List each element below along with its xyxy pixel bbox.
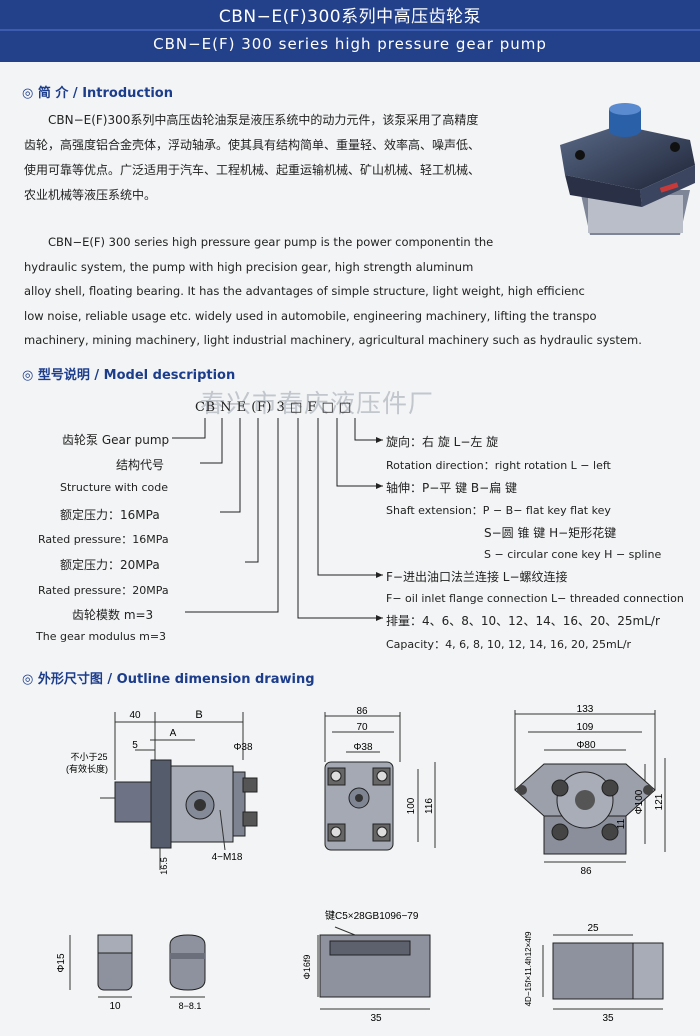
dim-10: 10 (109, 1001, 121, 1012)
dim-5: 5 (132, 740, 138, 751)
header-banner: CBN−E(F)300系列中高压齿轮泵 CBN−E(F) 300 series … (0, 0, 700, 62)
dim-phi38: Φ38 (233, 742, 253, 753)
dim-25: 25 (587, 923, 599, 934)
model-left-structure-cn: 结构代号 (116, 458, 165, 472)
model-right-shaft-en: Shaft extension：P − B− flat key flat key (386, 504, 611, 517)
model-left-modulus-en: The gear modulus m=3 (36, 630, 167, 643)
dim-100: 100 (406, 797, 417, 814)
dim-phi15: Φ15 (56, 953, 67, 973)
model-right-connection-cn: F−进出油口法兰连接 L−螺纹连接 (386, 570, 568, 584)
dim-35-shaft-c: 35 (602, 1013, 614, 1024)
intro-en-paragraph: CBN−E(F) 300 series high pressure gear p… (24, 230, 700, 353)
spline-spec: 4D−15f×11.4h12×4f9 (524, 931, 533, 1006)
flange-view-drawing: 133 109 Φ80 Φ100 11 121 86 (514, 704, 666, 877)
shaft-c-drawing: 25 4D−15f×11.4h12×4f9 35 (524, 923, 664, 1024)
dim-35-shaft-b: 35 (370, 1013, 382, 1024)
dim-86: 86 (356, 706, 368, 717)
intro-cn-line: CBN−E(F)300系列中高压齿轮油泵是液压系统中的动力元件，该泵采用了高精度 (48, 113, 479, 127)
dim-121: 121 (654, 793, 665, 810)
dim-A: A (170, 728, 177, 739)
dim-phi38-front: Φ38 (353, 742, 373, 753)
model-right-connection-en: F− oil inlet flange connection L− thread… (386, 592, 684, 605)
model-left-gear-pump: 齿轮泵 Gear pump (62, 433, 170, 447)
model-right-shaft2-cn: S−圆 锥 键 H−矩形花键 (484, 526, 617, 540)
note-effective-length: (有效长度) (66, 763, 108, 774)
dim-70: 70 (356, 722, 368, 733)
intro-heading: ◎ 简 介 / Introduction (22, 86, 173, 101)
model-code: CB N E (F) 3 □ F □ □ (195, 400, 352, 415)
title-cn: CBN−E(F)300系列中高压齿轮泵 (218, 7, 482, 27)
dim-40: 40 (129, 710, 141, 721)
model-left-pressure20-cn: 额定压力：20MPa (60, 558, 160, 572)
dim-109: 109 (577, 722, 594, 733)
intro-en-line: CBN−E(F) 300 series high pressure gear p… (48, 235, 494, 249)
model-right-capacity-cn: 排量：4、6、8、10、12、14、16、20、25mL/r (386, 614, 660, 628)
pump-photo (560, 103, 695, 235)
dim-4-m18: 4−M18 (212, 852, 243, 863)
side-view-drawing: 40 B A 5 不小于25 (有效长度) Φ38 4−M18 16.5 (66, 709, 258, 875)
model-right-shaft2-en: S − circular cone key H − spline (484, 548, 662, 561)
model-right-rotation-en: Rotation direction：right rotation L − le… (386, 459, 611, 472)
model-leader-lines (172, 418, 383, 621)
model-heading: ◎ 型号说明 / Model description (22, 368, 236, 383)
model-right-capacity-en: Capacity：4, 6, 8, 10, 12, 14, 16, 20, 25… (386, 638, 632, 651)
model-left-pressure16-cn: 额定压力：16MPa (60, 508, 160, 522)
intro-cn-paragraph: CBN−E(F)300系列中高压齿轮油泵是液压系统中的动力元件，该泵采用了高精度… (24, 108, 544, 208)
dim-116: 116 (424, 798, 435, 814)
intro-cn-line: 齿轮，高强度铝合金壳体，浮动轴承。使其具有结构简单、重量轻、效率高、噪声低、 (24, 138, 481, 152)
model-left-pressure16-en: Rated pressure：16MPa (38, 533, 169, 546)
header-divider (0, 29, 700, 31)
dim-phi100: Φ100 (634, 789, 645, 814)
model-left-modulus-cn: 齿轮模数 m=3 (72, 608, 154, 622)
manufacturer-watermark: 春兴市春庆液压件厂 (200, 389, 435, 418)
dim-8-8-1: 8−8.1 (179, 1001, 202, 1011)
outline-heading: ◎ 外形尺寸图 / Outline dimension drawing (22, 672, 315, 687)
note-min-length: 不小于25 (70, 752, 107, 762)
dim-11: 11 (616, 818, 627, 829)
shaft-a-drawing: Φ15 10 8−8.1 (56, 934, 206, 1012)
model-left-pressure20-en: Rated pressure：20MPa (38, 584, 169, 597)
front-view-drawing: 86 70 Φ38 100 116 (324, 706, 436, 851)
intro-en-line: machinery, mining machinery, light indus… (24, 333, 642, 347)
dim-phi16f9: Φ16f9 (302, 955, 312, 980)
dim-86-flange: 86 (580, 866, 592, 877)
model-left-structure-en: Structure with code (60, 481, 169, 494)
model-right-shaft-cn: 轴伸：P−平 键 B−扁 键 (386, 481, 518, 495)
title-en: CBN−E(F) 300 series high pressure gear p… (153, 35, 547, 53)
dim-16-5: 16.5 (159, 857, 169, 875)
intro-en-line: alloy shell, floating bearing. It has th… (24, 284, 585, 298)
dim-133: 133 (577, 704, 594, 715)
key-callout: 键C5×28GB1096−79 (325, 909, 419, 922)
shaft-b-drawing: 键C5×28GB1096−79 Φ16f9 35 (302, 909, 431, 1024)
model-right-rotation-cn: 旋向：右 旋 L−左 旋 (386, 435, 499, 449)
dim-B: B (195, 709, 202, 721)
intro-cn-line: 使用可靠等优点。广泛适用于汽车、工程机械、起重运输机械、矿山机械、轻工机械、 (24, 163, 481, 177)
intro-en-line: low noise, reliable usage etc. widely us… (24, 308, 597, 323)
dim-phi80: Φ80 (576, 740, 596, 751)
intro-cn-line: 农业机械等液压系统中。 (24, 188, 157, 202)
intro-en-line: hydraulic system, the pump with high pre… (24, 259, 474, 274)
